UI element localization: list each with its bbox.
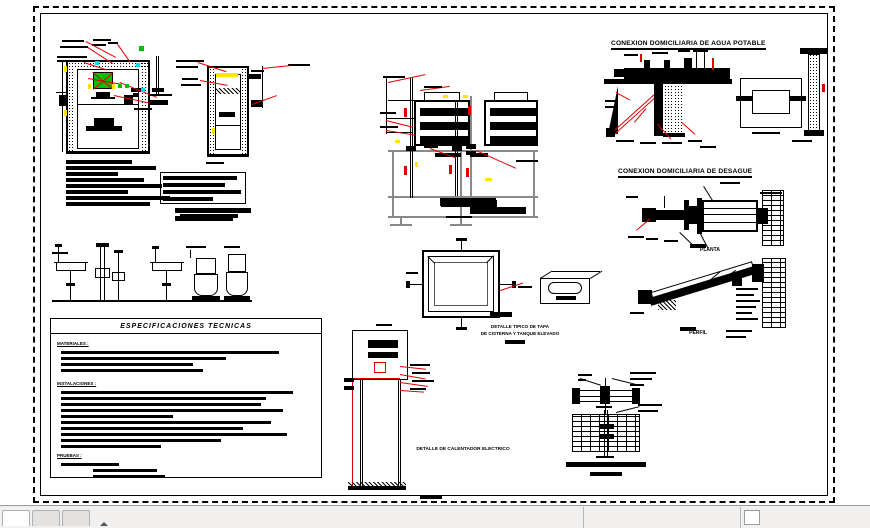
sheet-tabs[interactable]: [2, 509, 90, 526]
title-conexion-desague: CONEXION DOMICILIARIA DE DESAGUE: [618, 168, 753, 178]
spec-heading-pruebas: PRUEBAS :: [57, 453, 82, 458]
caption-planta: PLANTA: [700, 247, 720, 253]
status-divider-1: [583, 507, 584, 528]
sheet-tab-2[interactable]: [32, 509, 60, 526]
sheet-tab-3[interactable]: [62, 509, 90, 526]
status-bar[interactable]: [0, 505, 870, 528]
caption-tapa-cisterna-line1: DETALLE TIPICO DE TAPA: [490, 324, 550, 329]
spec-heading-instalaciones: INSTALACIONES :: [57, 381, 97, 386]
sheet-selection-border: [33, 6, 835, 503]
title-conexion-agua-potable: CONEXION DOMICILIARIA DE AGUA POTABLE: [611, 40, 766, 50]
cad-drawing-canvas[interactable]: ESPECIFICACIONES TECNICAS MATERIALES : I…: [0, 0, 870, 505]
caption-tapa-cisterna-line2: DE CISTERNA Y TANQUE ELEVADO: [480, 331, 560, 336]
spec-table-title: ESPECIFICACIONES TECNICAS: [120, 323, 252, 330]
status-divider-2: [740, 507, 741, 528]
especificaciones-tecnicas-table[interactable]: ESPECIFICACIONES TECNICAS MATERIALES : I…: [50, 318, 322, 478]
spec-table-header: ESPECIFICACIONES TECNICAS: [51, 319, 321, 334]
scroll-up-icon[interactable]: [100, 522, 108, 526]
sheet-tab-1[interactable]: [2, 509, 30, 526]
caption-calentador: DETALLE DE CALENTADOR ELECTRICO: [416, 447, 510, 452]
status-toggle-box[interactable]: [744, 510, 760, 525]
caption-perfil: PERFIL: [689, 330, 707, 336]
spec-heading-materiales: MATERIALES :: [57, 341, 89, 346]
